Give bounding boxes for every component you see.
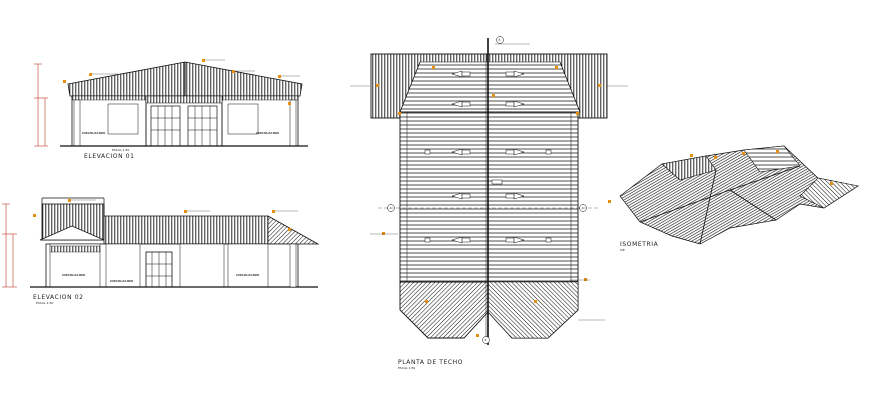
elevation-01-title: ELEVACION 01 — [84, 153, 135, 160]
roof-plan-annotation-markers — [376, 66, 601, 337]
isometric-scale: S/E — [620, 248, 625, 252]
elevation-01-scale: ESCAL 1:50 — [112, 148, 129, 152]
roof-plan-axis-left: A — [390, 206, 392, 210]
roof-plan-main-body — [399, 111, 579, 283]
elevation-02: CIRCULACION CIRCULACION CIRCULACION ELEV… — [2, 197, 320, 305]
elevation-01-doors — [150, 105, 218, 147]
elevation-02-room-left: CIRCULACION — [62, 273, 85, 277]
elevation-02-scale: ESCAL 1:50 — [36, 301, 53, 305]
elevation-01-room-left: CIRCULACION — [82, 131, 105, 135]
elevation-02-dimensions — [2, 203, 17, 288]
elevation-01-annotation-markers — [63, 59, 291, 105]
roof-plan-scale: ESCAL 1:50 — [398, 366, 415, 370]
elevation-01-dimensions — [34, 63, 48, 147]
roof-plan-title: PLANTA DE TECHO — [398, 359, 463, 366]
isometric-title: ISOMETRIA — [620, 241, 659, 248]
isometric-view: ISOMETRIA S/E — [608, 145, 859, 252]
elevation-02-roof — [103, 215, 269, 245]
roof-plan-axis-right: A — [582, 206, 584, 210]
roof-plan: A A B B PLANTA DE TECHO ESCAL 1:50 — [350, 36, 628, 370]
isometric-annotation-markers — [608, 150, 833, 203]
roof-plan-axis-bottom: B — [485, 338, 487, 342]
roof-plan-axis-top: B — [499, 38, 501, 42]
elevation-02-room-right: CIRCULACION — [236, 273, 259, 277]
elevation-01: CIRCULACION CIRCULACION ELEVACION 01 ESC… — [34, 59, 308, 160]
elevation-02-annotation-markers — [33, 199, 291, 231]
elevation-02-title: ELEVACION 02 — [33, 294, 84, 301]
elevation-02-room-mid: CIRCULACION — [110, 279, 133, 283]
elevation-01-room-right: CIRCULACION — [256, 131, 279, 135]
roof-plan-drain-arrows — [451, 70, 525, 244]
